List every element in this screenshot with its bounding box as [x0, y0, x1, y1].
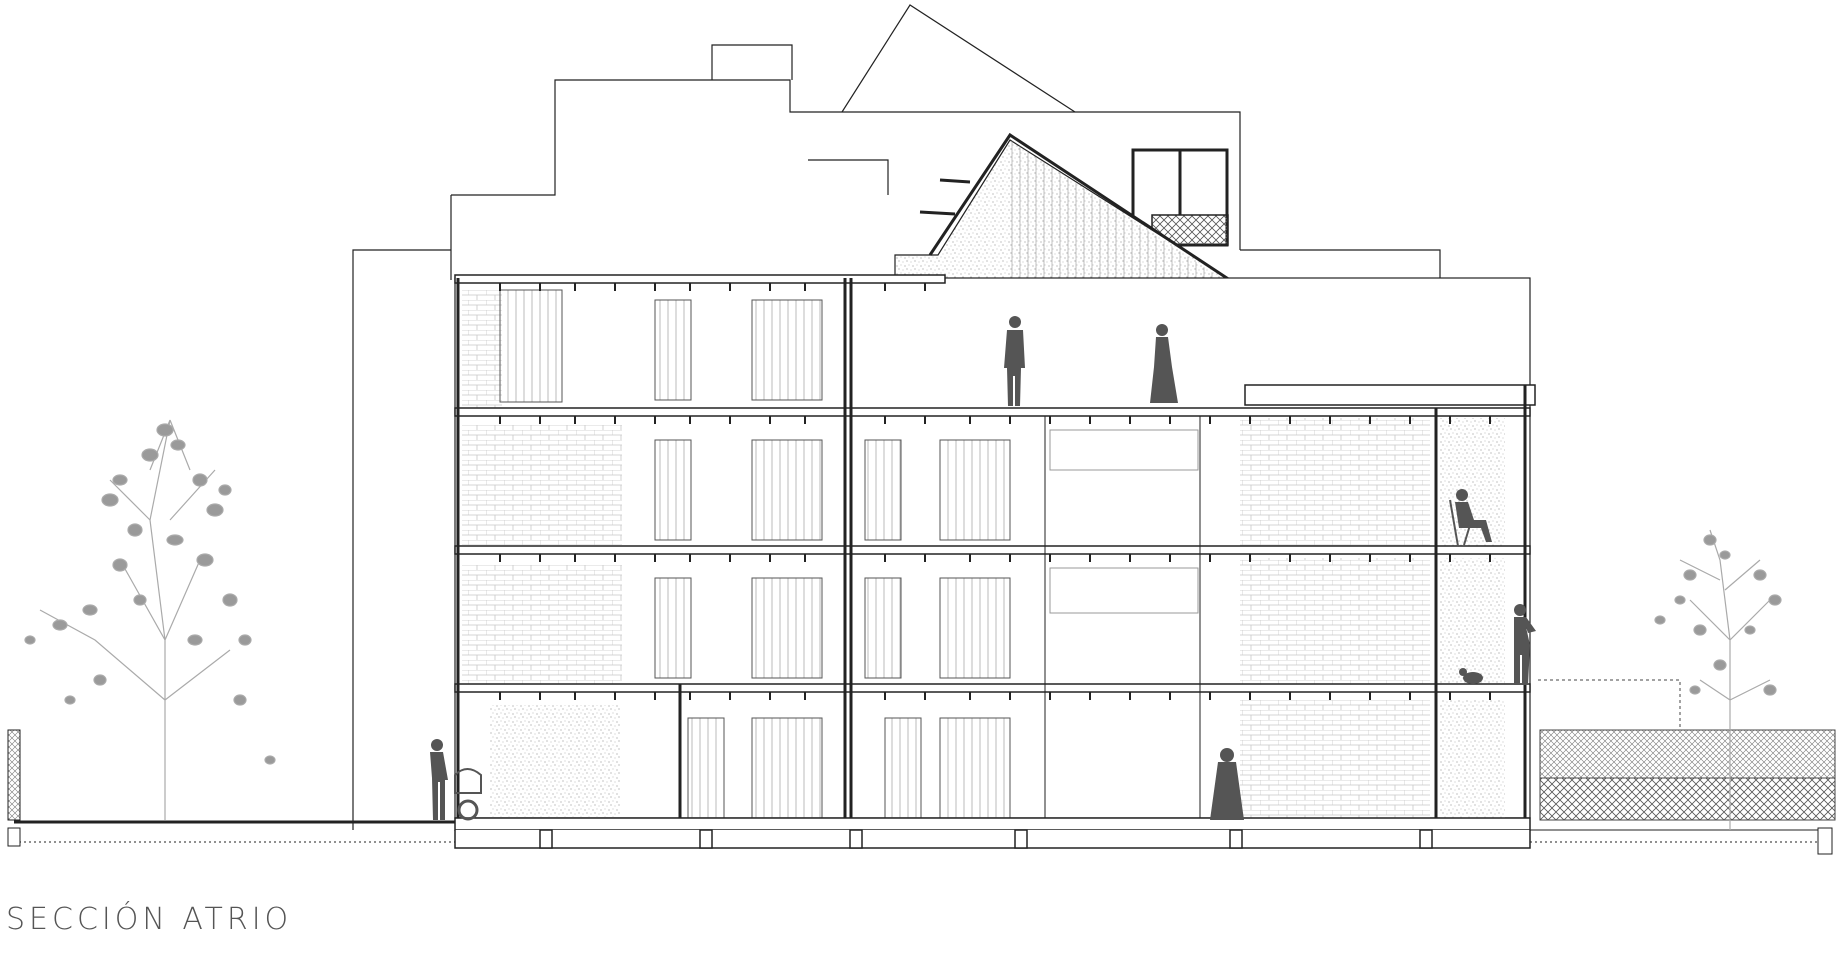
columns — [456, 278, 1527, 818]
person-standing-roof — [1004, 316, 1025, 406]
person-walking-roof — [1150, 324, 1178, 403]
tree-left — [24, 419, 276, 820]
figures — [430, 316, 1536, 821]
window-panels — [499, 289, 1011, 819]
cat — [1459, 668, 1483, 684]
wall-infill — [462, 290, 1505, 818]
person-with-stroller — [430, 739, 482, 821]
floor-slabs — [454, 274, 1536, 831]
foundations — [454, 829, 1531, 849]
person-in-coat — [1210, 748, 1244, 820]
drawing-title: SECCIÓN ATRIO — [6, 902, 293, 937]
person-seated — [1449, 489, 1492, 547]
garden-fence — [1538, 679, 1836, 821]
person-on-balcony — [1514, 604, 1536, 685]
ground — [7, 729, 1833, 855]
background-buildings — [352, 4, 1441, 830]
beam-marks — [499, 283, 1491, 700]
tree-right — [1654, 529, 1782, 830]
